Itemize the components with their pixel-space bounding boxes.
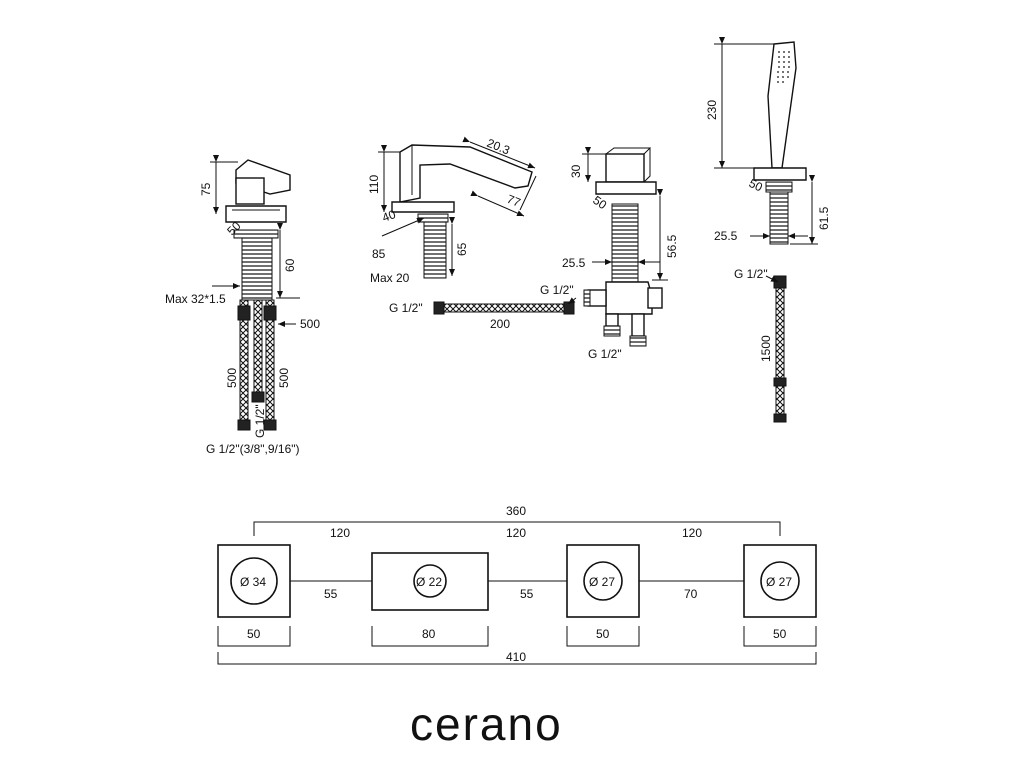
handshower-nozzles	[777, 51, 790, 83]
mixer-thread	[241, 237, 273, 301]
handshower-thread	[769, 191, 789, 245]
dim-mixer-75: 75	[199, 182, 213, 196]
dim-hose-200: 200	[490, 317, 510, 331]
diverter-knob	[605, 153, 645, 183]
diverter-drawing: 30 50 56.5 25.5 G 1/2"	[562, 147, 679, 361]
handshower-drawing: 230 50 61.5 25.5 1500 G 1/2"	[705, 37, 831, 423]
short-hose-drawing: G 1/2" G 1/2" 200	[389, 283, 577, 331]
diverter-thread	[611, 203, 639, 283]
label-max-20: Max 20	[370, 271, 410, 285]
dim-mixer-500-right: 500	[300, 317, 320, 331]
hole-label-spout: Ø 22	[416, 575, 442, 589]
dim-spout-110: 110	[367, 175, 381, 194]
dim-width-mixer: 50	[247, 627, 261, 641]
dim-diverter-50: 50	[590, 193, 609, 212]
hole-handshower	[760, 561, 800, 601]
label-hose-g12-left: G 1/2"	[389, 301, 423, 315]
dim-diverter-25-5: 25.5	[562, 256, 586, 270]
label-max-32: Max 32*1.5	[165, 292, 226, 306]
dim-width-spout: 80	[422, 627, 436, 641]
dim-width-handshower: 50	[773, 627, 787, 641]
mixer-base	[225, 205, 287, 223]
dim-gap-1: 55	[324, 587, 338, 601]
hole-spout	[413, 564, 447, 598]
dim-spout-85: 85	[372, 247, 386, 261]
hole-diverter	[583, 561, 623, 601]
dim-handshower-25-5: 25.5	[714, 229, 738, 243]
dim-handshower-1500: 1500	[759, 335, 773, 362]
dim-gap-3: 70	[684, 587, 698, 601]
dim-diverter-56-5: 56.5	[665, 234, 679, 258]
handshower-head	[767, 41, 797, 169]
label-mixer-g12-sizes: G 1/2"(3/8",9/16")	[206, 442, 300, 456]
diverter-base	[595, 181, 657, 195]
short-hose	[443, 303, 565, 313]
dim-centre-3: 120	[682, 526, 702, 540]
label-mixer-g12-vertical: G 1/2"	[253, 404, 267, 438]
dim-spout-40: 40	[380, 207, 398, 225]
dim-diverter-30: 30	[569, 164, 583, 178]
dim-mixer-60: 60	[283, 258, 297, 272]
handshower-holder	[753, 167, 807, 181]
label-handshower-g12: G 1/2"	[734, 267, 768, 281]
hole-label-diverter: Ø 27	[589, 575, 615, 589]
dim-gap-2: 55	[520, 587, 534, 601]
dim-mixer-500-left: 500	[225, 368, 239, 388]
mixer-drawing: 75 50 60 500 500 500 Max 32*1.5 G 1/2" G…	[165, 155, 320, 456]
hole-label-mixer: Ø 34	[240, 575, 266, 589]
dim-mixer-500-inner: 500	[277, 368, 291, 388]
label-diverter-g12: G 1/2"	[588, 347, 622, 361]
hole-label-handshower: Ø 27	[766, 575, 792, 589]
dim-overall-360: 360	[506, 504, 526, 518]
mixer-hose-center	[253, 299, 263, 396]
spout-base	[391, 201, 455, 213]
spout-thread	[423, 221, 447, 279]
diverter-valve-body	[605, 281, 653, 315]
handshower-hose	[775, 287, 785, 385]
hole-mixer	[230, 557, 278, 605]
dim-spout-65: 65	[455, 242, 469, 256]
spout-drawing: 110 20.3 77 40 65 85 Max 20	[367, 136, 537, 285]
dim-total-410: 410	[506, 650, 526, 664]
dim-spout-77: 77	[505, 192, 523, 210]
dim-handshower-230: 230	[705, 100, 719, 120]
dim-handshower-50: 50	[747, 176, 765, 194]
dim-centre-2: 120	[506, 526, 526, 540]
layout-plan: 360 120 120 120 Ø 34 Ø 22 Ø 27 Ø 27 55 5…	[217, 504, 817, 665]
dim-width-diverter: 50	[596, 627, 610, 641]
label-hose-g12-right: G 1/2"	[540, 283, 574, 297]
dim-handshower-61-5: 61.5	[817, 206, 831, 230]
brand-logo-text: cerano	[410, 698, 563, 750]
mixer-body	[235, 177, 265, 205]
dim-centre-1: 120	[330, 526, 350, 540]
